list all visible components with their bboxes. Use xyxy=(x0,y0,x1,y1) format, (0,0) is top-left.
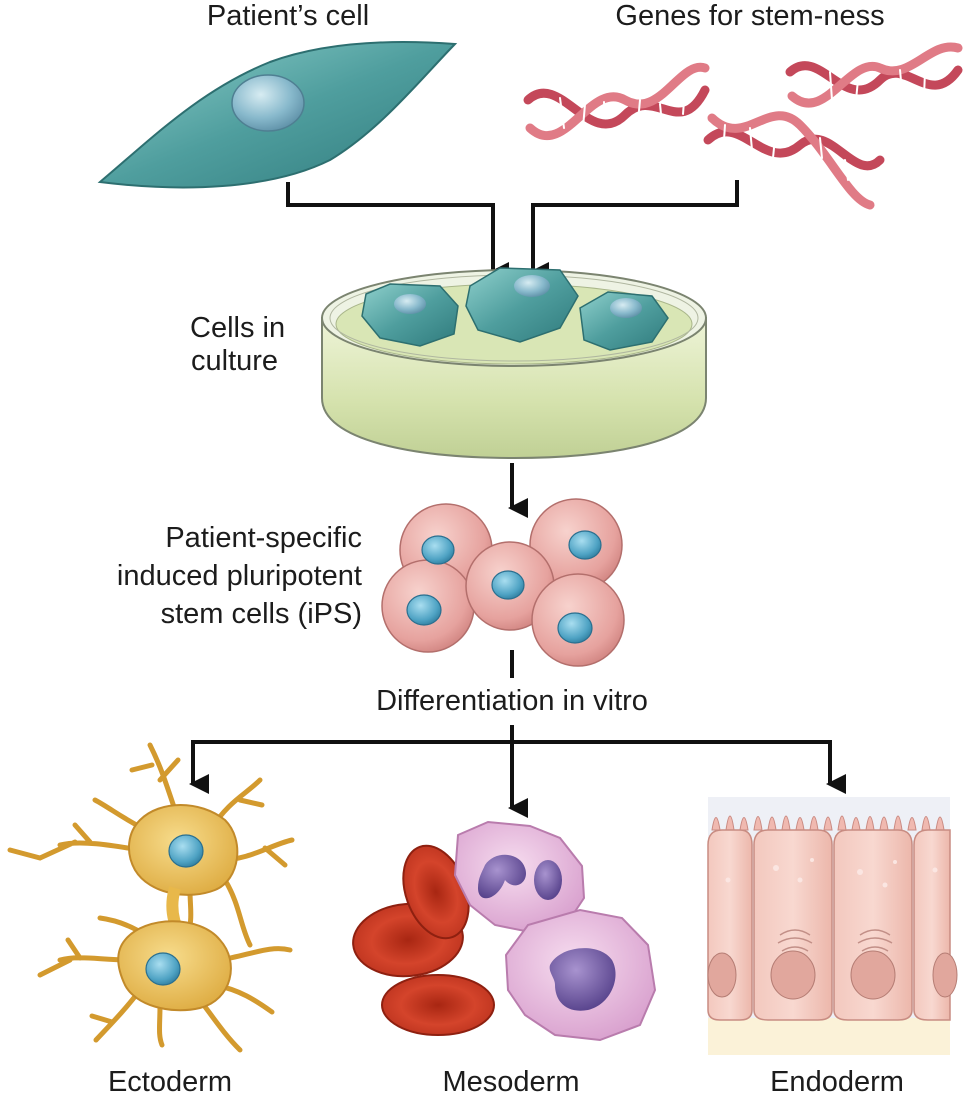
label-endoderm: Endoderm xyxy=(770,1066,904,1097)
patient-cell-illustration xyxy=(97,40,458,189)
ips-cells xyxy=(381,498,625,667)
arrows-to-culture xyxy=(286,180,739,282)
label-cells-in-culture-line2: culture xyxy=(191,345,279,377)
cultured-cells xyxy=(361,267,669,351)
label-ips-line2: induced pluripotent xyxy=(116,560,362,592)
label-mesoderm: Mesoderm xyxy=(442,1066,580,1097)
red-blood-cells xyxy=(352,844,495,1036)
label-ips-line3: stem cells (iPS) xyxy=(160,598,362,630)
white-blood-cells xyxy=(453,820,657,1042)
endoderm-epithelium xyxy=(707,797,958,1055)
mesoderm-blood-cells xyxy=(352,820,657,1042)
ectoderm-neurons xyxy=(7,742,295,1053)
differentiation-arrows xyxy=(189,650,846,818)
culture-dish xyxy=(321,267,707,460)
label-ips-line1: Patient-specific xyxy=(165,522,362,554)
label-differentiation: Differentiation in vitro xyxy=(376,685,648,717)
dna-helices xyxy=(523,42,963,210)
dna-helix-3 xyxy=(703,111,885,210)
dna-helix-1 xyxy=(523,62,710,140)
label-genes-stemness: Genes for stem-ness xyxy=(615,0,885,32)
label-patient-cell: Patient’s cell xyxy=(206,0,370,32)
label-ectoderm: Ectoderm xyxy=(107,1066,233,1097)
label-cells-in-culture-line1: Cells in xyxy=(190,312,286,344)
dna-helix-2 xyxy=(785,42,963,108)
